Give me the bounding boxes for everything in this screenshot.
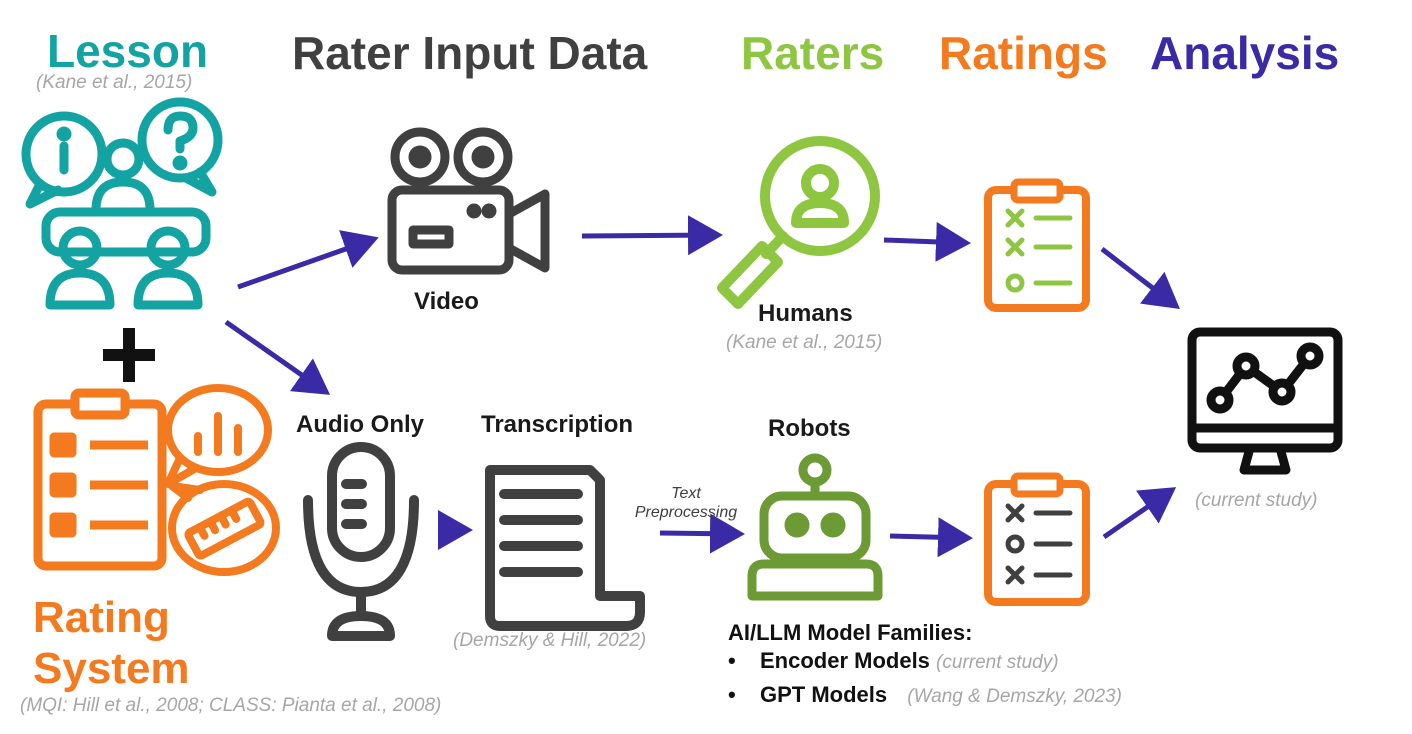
model-family-label: Encoder Models xyxy=(760,648,930,673)
model-family-item: • Encoder Models (current study) xyxy=(728,645,1122,679)
model-families-list: • Encoder Models (current study) • GPT Mod… xyxy=(728,645,1122,713)
transcription-citation: (Demszky & Hill, 2022) xyxy=(453,630,647,651)
humans-label: Humans xyxy=(758,300,853,327)
robot-icon xyxy=(747,453,883,601)
monitor-line-chart-icon xyxy=(1187,327,1343,475)
plus-icon xyxy=(103,328,155,382)
bullet: • xyxy=(728,648,736,673)
header-lesson: Lesson xyxy=(47,25,209,77)
checklist-clipboard-icon xyxy=(984,472,1090,606)
model-family-citation: (Wang & Demszky, 2023) xyxy=(907,686,1122,707)
arrow-humans-to-ratings xyxy=(883,221,971,262)
header-rater-input-data: Rater Input Data xyxy=(292,27,648,79)
bullet: • xyxy=(728,682,736,707)
model-family-citation: (current study) xyxy=(936,652,1059,673)
header-raters: Raters xyxy=(741,27,885,79)
document-scroll-icon xyxy=(485,465,645,631)
text-preprocessing-line1: Text xyxy=(671,485,701,502)
lesson-citation: (Kane et al., 2015) xyxy=(36,72,193,93)
arrow-robots-to-ratings xyxy=(889,517,973,558)
clipboard-list-icon xyxy=(33,388,167,571)
header-ratings: Ratings xyxy=(939,27,1108,79)
rating-system-citation: (MQI: Hill et al., 2008; CLASS: Pianta e… xyxy=(20,695,442,716)
header-analysis: Analysis xyxy=(1150,27,1340,79)
checklist-clipboard-icon xyxy=(984,178,1090,312)
person-search-magnifier-icon xyxy=(717,136,880,309)
text-preprocessing-label: Text Preprocessing xyxy=(624,484,748,522)
meeting-people-icon xyxy=(21,97,223,310)
humans-citation: (Kane et al., 2015) xyxy=(726,332,883,353)
video-camera-icon xyxy=(387,127,550,275)
arrow-video-to-humans xyxy=(581,215,723,256)
model-family-label: GPT Models xyxy=(760,682,888,707)
robots-label: Robots xyxy=(768,415,851,442)
bar-chart-bubble-icon xyxy=(164,384,272,488)
model-families-title: AI/LLM Model Families: xyxy=(728,620,973,645)
arrow-transcription-to-robots xyxy=(659,513,745,554)
analysis-citation: (current study) xyxy=(1195,490,1318,511)
transcription-label: Transcription xyxy=(481,411,634,438)
text-preprocessing-line2: Preprocessing xyxy=(634,504,738,522)
microphone-icon xyxy=(303,442,419,641)
arrow-lesson-to-audio xyxy=(224,319,331,395)
video-label: Video xyxy=(414,288,479,315)
arrow-lesson-to-video xyxy=(237,230,379,290)
audio-only-label: Audio Only xyxy=(296,411,424,438)
rating-system-title: Rating System xyxy=(33,592,190,694)
arrow-ratings-to-analysis-top xyxy=(1100,247,1180,310)
model-family-item: • GPT Models (Wang & Demszky, 2023) xyxy=(728,679,1122,713)
ruler-bubble-icon xyxy=(168,480,280,576)
rating-system-line2: System xyxy=(33,644,190,693)
arrow-ratings-to-analysis-bottom xyxy=(1102,487,1177,540)
rating-system-line1: Rating xyxy=(33,593,170,642)
